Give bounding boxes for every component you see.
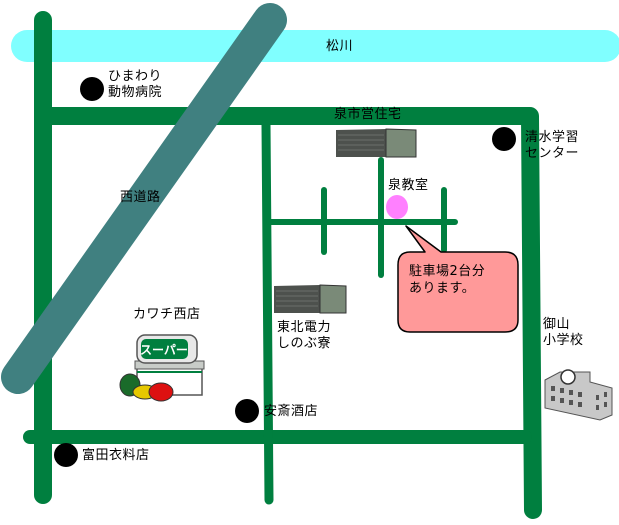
himawari-label-line2: 動物病院 <box>108 85 163 100</box>
tohoku-label-line2: しのぶ寮 <box>277 336 332 351</box>
dot-tomita <box>54 443 78 467</box>
road-center-vertical <box>261 120 274 505</box>
parking-note-line1: 駐車場2台分 <box>409 264 486 279</box>
kawachi-label: カワチ西店 <box>133 307 201 322</box>
classroom-marker <box>386 195 408 219</box>
shimizu-label-line2: センター <box>525 146 580 161</box>
dot-shimizu <box>492 127 516 151</box>
himawari-label-line1: ひまわり <box>108 69 163 84</box>
parking-note-line2: あります。 <box>409 281 476 296</box>
ansai-label: 安斎酒店 <box>264 404 319 419</box>
tomita-label: 富田衣料店 <box>82 448 150 463</box>
supermarket-sign-text: スーパー <box>140 343 188 357</box>
mikuyama-label-line2: 小学校 <box>543 333 584 348</box>
tohoku-label-line1: 東北電力 <box>277 320 332 335</box>
west-road-label: 西道路 <box>120 190 161 205</box>
apartment-building-icon <box>336 128 417 158</box>
west-road <box>1 3 287 394</box>
river-label: 松川 <box>326 39 354 54</box>
apartment-building-icon <box>274 284 347 314</box>
dot-himawari <box>80 77 104 101</box>
mikuyama-label-line1: 御山 <box>543 317 571 332</box>
supermarket-icon: スーパー <box>119 334 205 402</box>
shimizu-label-line1: 清水学習 <box>525 130 580 145</box>
classroom-label: 泉教室 <box>388 178 429 193</box>
school-building-icon <box>544 369 613 421</box>
housing-label: 泉市営住宅 <box>334 107 402 122</box>
parking-callout-bubble <box>397 225 519 333</box>
dot-ansai <box>235 399 259 423</box>
